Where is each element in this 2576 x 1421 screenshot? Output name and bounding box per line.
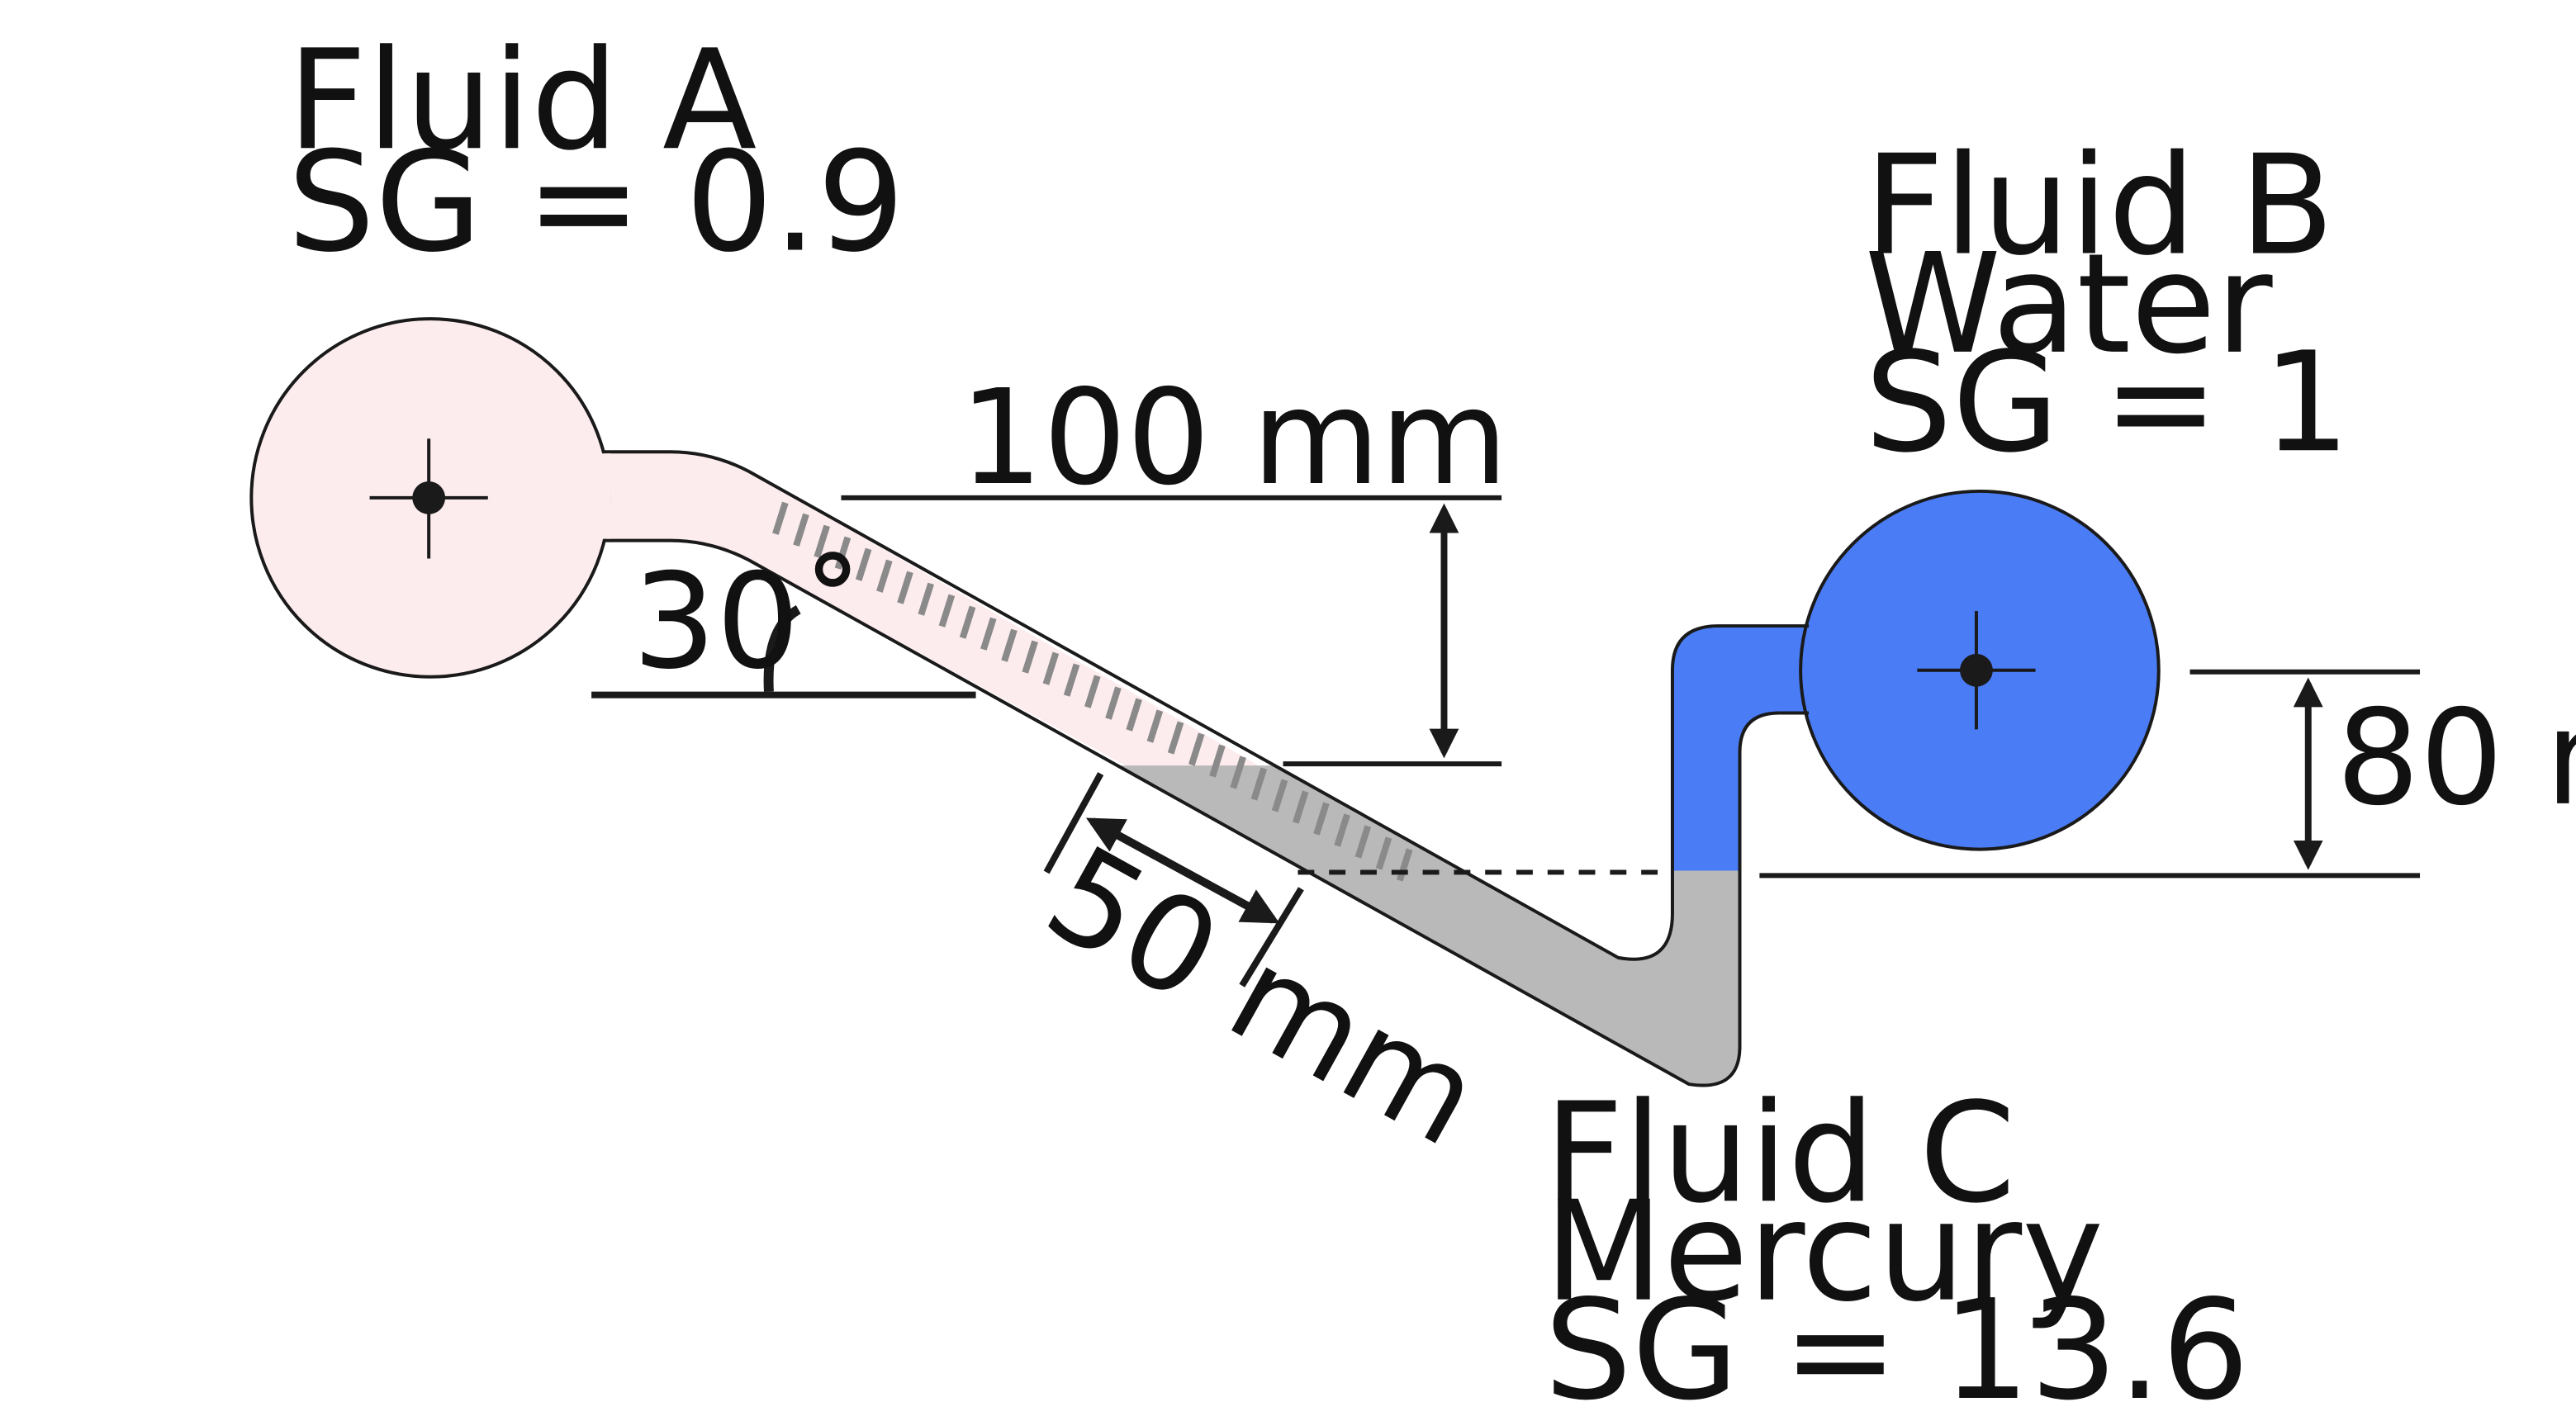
hatch-mark (1292, 790, 1309, 824)
hatch-mark (1001, 628, 1018, 662)
hatch-mark (918, 582, 934, 616)
hatch-mark (959, 605, 976, 639)
tank-a-neck-join (595, 453, 611, 539)
hatch-mark (897, 571, 913, 604)
hatch-mark (1230, 755, 1246, 789)
hatch-mark (1167, 721, 1184, 755)
hatch-mark (1250, 767, 1268, 801)
hatch-mark (855, 547, 872, 581)
hatch-mark (1375, 836, 1392, 870)
hatch-mark (1063, 663, 1080, 697)
hatch-mark (1126, 698, 1142, 732)
hatch-mark (1396, 848, 1413, 882)
slant-tick-upper (1043, 772, 1104, 874)
hatch-mark (1271, 779, 1288, 812)
fluid-a-sg: SG = 0.9 (287, 123, 904, 283)
dimension-lines (591, 495, 2421, 988)
fluid-a-name: Fluid A (287, 21, 757, 181)
hatch-mark (1084, 675, 1101, 708)
hatch-mark (980, 617, 997, 651)
fluid-b-name: Fluid B (1865, 126, 2335, 287)
tube-hatching (772, 501, 1413, 882)
fluid-c-sg: SG = 13.6 (1544, 1271, 2250, 1421)
water-leg-fill (1672, 626, 1810, 871)
fluid-a-label: Fluid A SG = 0.9 (287, 21, 904, 282)
hatch-mark (772, 501, 789, 535)
hatch-mark (1334, 813, 1350, 847)
hatch-mark (1146, 709, 1164, 743)
fluid-c-substance: Mercury (1544, 1172, 2104, 1333)
hatch-mark (1105, 686, 1122, 720)
height-label-100: 100 mm (960, 361, 1508, 514)
angle-arc (763, 604, 801, 692)
tank-a-center-mark (369, 438, 488, 559)
hatch-mark (1188, 732, 1205, 766)
fluid-c-name: Fluid C (1544, 1073, 2016, 1234)
hatch-mark (1209, 744, 1226, 778)
hatch-mark (1042, 651, 1060, 685)
hatch-mark (1313, 802, 1330, 836)
hatch-mark (834, 536, 852, 570)
fluid-c-label: Fluid C Mercury SG = 13.6 (1544, 1073, 2250, 1421)
hatch-mark (1354, 825, 1372, 859)
tank-b-center-mark (1917, 611, 2036, 730)
slant-arrow-50 (1085, 817, 1280, 924)
pipe-b (1672, 489, 2161, 871)
slant-tick-lower (1239, 887, 1304, 988)
height-label-80: 80 mm (2336, 681, 2576, 835)
fluid-b-sg: SG = 1 (1865, 323, 2351, 483)
tube-lower-wall (605, 538, 1810, 1087)
tube-upper-wall (605, 450, 1810, 961)
hatch-mark (793, 513, 809, 547)
hatch-mark (1022, 640, 1038, 674)
angle-label: 30˚ (633, 545, 866, 699)
hatch-mark (814, 524, 831, 558)
tube-outline (605, 450, 1810, 1087)
hatch-mark (938, 594, 956, 628)
hatch-mark (876, 559, 893, 593)
fluid-b-substance: Water (1865, 225, 2273, 385)
fluid-b-label: Fluid B Water SG = 1 (1865, 126, 2351, 484)
